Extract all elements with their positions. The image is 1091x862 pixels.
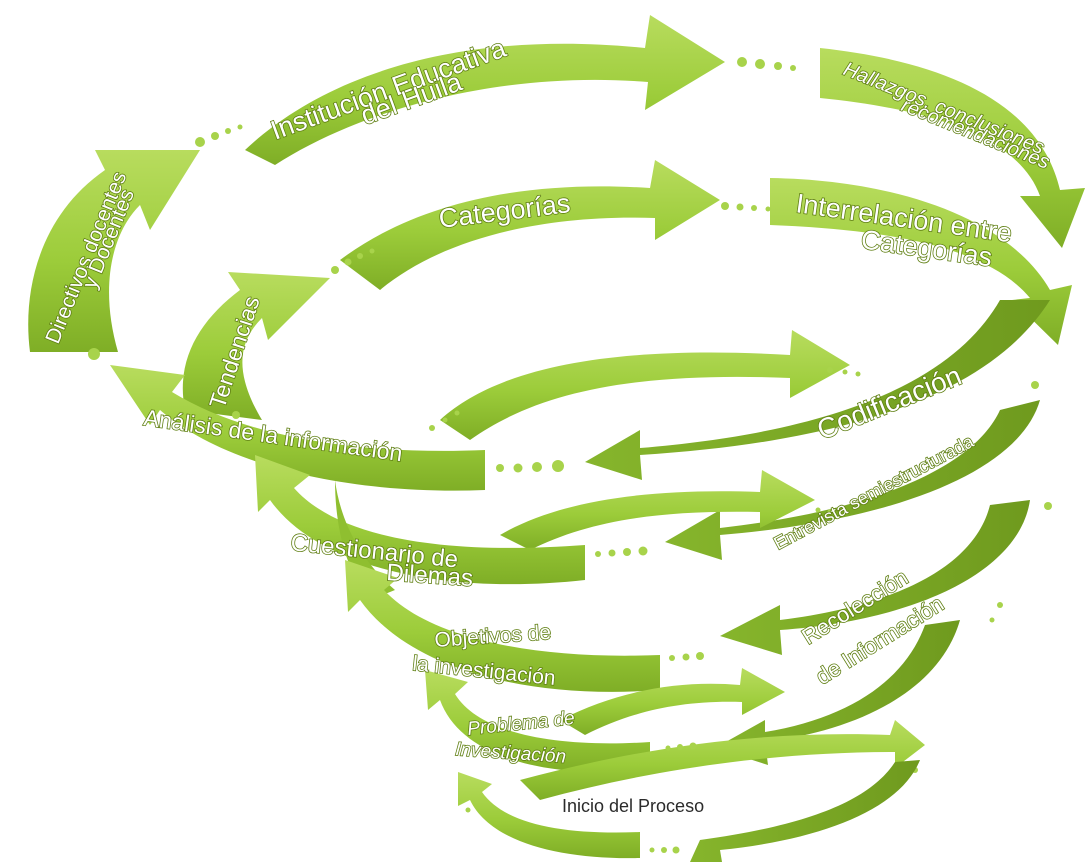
level-5-arrows — [345, 500, 1030, 735]
level-2-arrows — [182, 160, 1072, 420]
arrow-cuestionario — [255, 455, 585, 585]
arrow-recoleccion — [720, 500, 1030, 655]
label-objetivos-l1: Objetivos de — [434, 621, 552, 652]
level-4-arrows — [255, 400, 1052, 600]
label-entrevista: Entrevista semiestructurada — [770, 431, 977, 554]
label-inicio: Inicio del Proceso — [562, 796, 704, 816]
arrow-institucion — [245, 15, 725, 165]
arrow-categorias — [340, 160, 720, 290]
dots-level-4 — [595, 502, 1052, 557]
dots-level-2 — [232, 202, 771, 419]
label-cuestionario-l2: Dilemas — [386, 559, 474, 592]
arrow-problema — [425, 670, 650, 773]
arrow-inicio-left — [458, 772, 640, 859]
dots-level-6 — [665, 742, 918, 773]
arrow-inicio-right — [690, 760, 920, 862]
arrow-entrevista — [665, 400, 1040, 560]
level-3-arrows — [110, 300, 1050, 491]
arrow-objetivos-right — [560, 668, 785, 735]
arrow-analisis — [110, 365, 485, 491]
arrow-tendencias — [182, 272, 330, 420]
arrow-hallazgos — [820, 48, 1085, 248]
level-6-arrows — [425, 620, 960, 800]
arrow-codificacion-top — [440, 330, 850, 440]
dots-level-3 — [429, 367, 1039, 473]
dots-level-1 — [88, 57, 796, 360]
diagram-labels: Institución Educativa del Huila Hallazgo… — [41, 32, 1054, 816]
dots-level-7 — [465, 807, 680, 854]
arrow-interrelacion — [770, 178, 1072, 345]
arrow-codificacion-sweep — [585, 300, 1050, 480]
arrow-problema-top — [520, 720, 925, 800]
dots-level-5 — [669, 602, 1003, 661]
arrow-directivos — [28, 150, 200, 352]
level-7-arrows — [458, 760, 920, 862]
level-1-arrows — [28, 15, 1085, 360]
arrow-objetivos — [345, 560, 660, 692]
arrow-entrevista-top — [500, 470, 815, 550]
